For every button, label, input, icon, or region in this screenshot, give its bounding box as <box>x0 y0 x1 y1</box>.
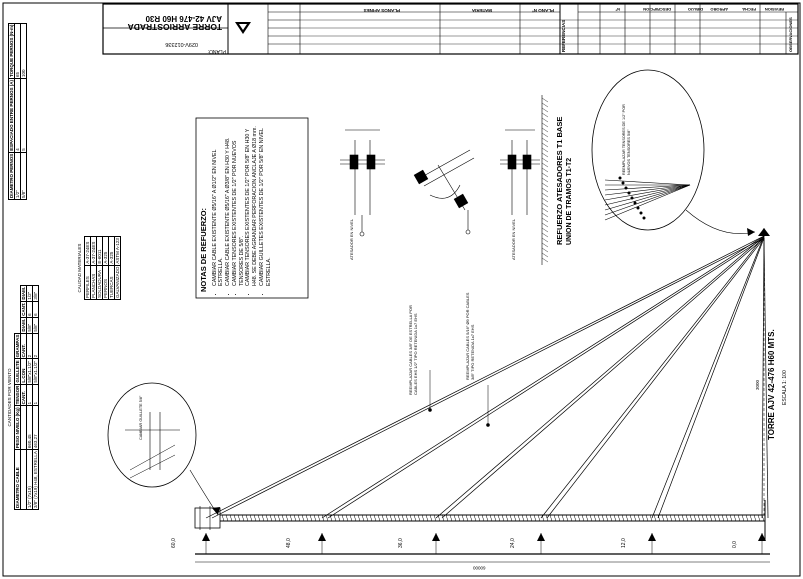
notes-title: NOTAS DE REFUERZO: <box>199 207 208 292</box>
table-cell: 463,27 <box>32 405 38 450</box>
cable-note-2: REEMPLAZAR CABLES 5/16" Ø9 POR CABLES 3/… <box>465 292 475 380</box>
guy-wire-2 <box>540 235 765 519</box>
tower-mast <box>194 500 766 540</box>
table-cell: ASTM A-123 <box>114 236 120 266</box>
title-block <box>102 3 799 55</box>
table-cell: ESPACIADO ENTRE PERNOS (A) <box>8 78 15 153</box>
table-cell: 5/8" <box>32 317 38 334</box>
table-cell: A-37-24ES <box>84 236 90 266</box>
circle-right-label: REEMPLAZAR TENSORES DE 1/2" POR NUEVOS T… <box>622 104 631 175</box>
plano-n-header: PLANO Nº <box>532 8 554 13</box>
reinforcement-notes: NOTAS DE REFUERZO: CAMBIAR CABLE EXISTEN… <box>198 120 306 296</box>
note-item: CAMBIAR CABLE EXISTENTE Ø5/16" A Ø1/2" E… <box>212 120 226 286</box>
table-cell: TORQUE PERNOS (N-m) <box>8 23 15 79</box>
reinforcement-subtitle: UNION DE TRAMOS T1-T2 <box>566 157 573 245</box>
table-cell: DIAMETRO PERNOS <box>8 152 15 200</box>
table-cell: TENSOR <box>14 384 20 406</box>
guy-wire-0 <box>761 235 765 519</box>
reinforcement-details <box>340 95 543 265</box>
table-cell: GALVANIZADO <box>114 265 120 300</box>
guy-wire-b-2 <box>546 237 765 519</box>
table-cell: 2 <box>32 333 38 359</box>
tower-title: TORRE AJV 42-476 H60 MTS. <box>767 329 776 440</box>
guy-wire-4 <box>321 235 765 519</box>
table-cell: GUILLETE <box>14 358 20 385</box>
note-item: CAMBIAR TENSORES EXISTENTES DE 1/2" POR … <box>245 120 259 286</box>
table-cell: 5/8" <box>20 152 27 200</box>
revision-columns: Nº DESCRIPCION DIBUJO APROBO FECHA REVIS… <box>615 7 784 12</box>
guy-wire-3 <box>435 235 765 519</box>
height-label-3: 36,0 <box>398 538 404 548</box>
detail-b-label: ATESADOR EN NIVEL <box>511 218 516 260</box>
guy-wire-b-5 <box>211 237 765 519</box>
guy-wire-b-1 <box>657 237 765 519</box>
table-cell: 1 <box>32 384 38 406</box>
guy-wires <box>205 235 769 519</box>
referencias-label: REFERENCIAS <box>561 19 566 52</box>
ground-line <box>195 553 770 563</box>
guy-wire-1 <box>651 235 765 519</box>
drawing-title: TORRE ARRIOSTRADA <box>127 22 222 32</box>
table-cell: 5 <box>20 78 27 153</box>
ground-distance: 60000 <box>473 565 486 571</box>
notes-frame <box>195 117 309 299</box>
table-cell: GRAMPAS <box>14 333 20 359</box>
circle-left-label: CAMBIAR GUILLETE 5/8" <box>139 395 143 440</box>
plano-label: PLANO: <box>207 48 226 54</box>
detail-a-label: ATESADOR EN NIVEL <box>349 218 354 260</box>
tower-height-dim: 3000 <box>755 379 760 390</box>
title-block-text: TORRE ARRIOSTRADA AJV 42-476 H60 R30 PLA… <box>103 4 228 54</box>
cable-note-leaders <box>428 370 490 427</box>
table-cell: 6 <box>32 301 38 318</box>
reinforcement-title: REFUERZO ATESADORES T1 BASE <box>555 116 564 245</box>
note-item: CAMBIAR TENSORES EXISTENTES DE 1/2" POR … <box>232 120 246 286</box>
materials-table-title: CALIDAD MATERIALES <box>77 243 82 293</box>
table-cell: 3/8" <box>32 285 38 302</box>
note-item: CAMBIAR CABLE EXISTENTE Ø5/16" A Ø3/8" E… <box>225 120 232 286</box>
table-cell: DIAM. <box>20 285 26 302</box>
guy-wire-b-3 <box>441 237 765 519</box>
anchor-markers <box>202 533 766 554</box>
height-label-5: 60,0 <box>171 538 177 548</box>
top-anchor <box>758 228 770 515</box>
observaciones-label: OBSERVACIONES <box>788 17 793 52</box>
note-item: CAMBIAR GUILLETES EXISTENTES DE 1/2" POR… <box>259 120 273 286</box>
height-label-2: 24,0 <box>510 538 516 548</box>
table-cell: 3/8" (7x19) H48, ESTRELLA <box>32 449 38 510</box>
guy-wire-b-0 <box>763 237 769 519</box>
height-label-4: 48,0 <box>286 538 292 548</box>
cable-note-1: REEMPLAZAR CABLES 3/8" DE ESTRELLA POR C… <box>408 305 418 395</box>
table-cell: 5/8"x1.1/2" <box>32 358 38 385</box>
detail-circle-right <box>591 69 756 236</box>
plano-number: 029V-012336 <box>165 41 198 47</box>
notes-list: CAMBIAR CABLE EXISTENTE Ø5/16" A Ø1/2" E… <box>212 120 273 296</box>
materia-header: MATERIA <box>471 8 492 13</box>
cables-table-title: CANTIDADES POR VIENTO <box>7 368 12 427</box>
tower-scale: ESCALA 1: 100 <box>782 370 788 405</box>
table-cell: A-37-24ES <box>90 236 96 266</box>
table-cell: SOLDADURA <box>96 265 102 300</box>
guy-wire-b-4 <box>327 237 765 519</box>
detail-circle-left <box>107 382 220 516</box>
planos-afines-header: PLANOS AFINES <box>363 8 400 13</box>
table-cell: 100 <box>20 23 27 79</box>
guy-wire-5 <box>205 235 765 519</box>
drawing-subtitle: AJV 42-476 H60 R30 <box>145 14 223 23</box>
table-cell: DIAM. <box>20 317 26 334</box>
height-label-0: 0,0 <box>732 541 738 548</box>
hatch-strip <box>541 97 549 263</box>
height-label-1: 12,0 <box>621 538 627 548</box>
table-cell: PESO NIVELO (Kg) <box>14 405 20 450</box>
table-cell: CANT. <box>20 301 26 318</box>
table-cell: 5/8"x1.1/2" <box>26 358 32 385</box>
